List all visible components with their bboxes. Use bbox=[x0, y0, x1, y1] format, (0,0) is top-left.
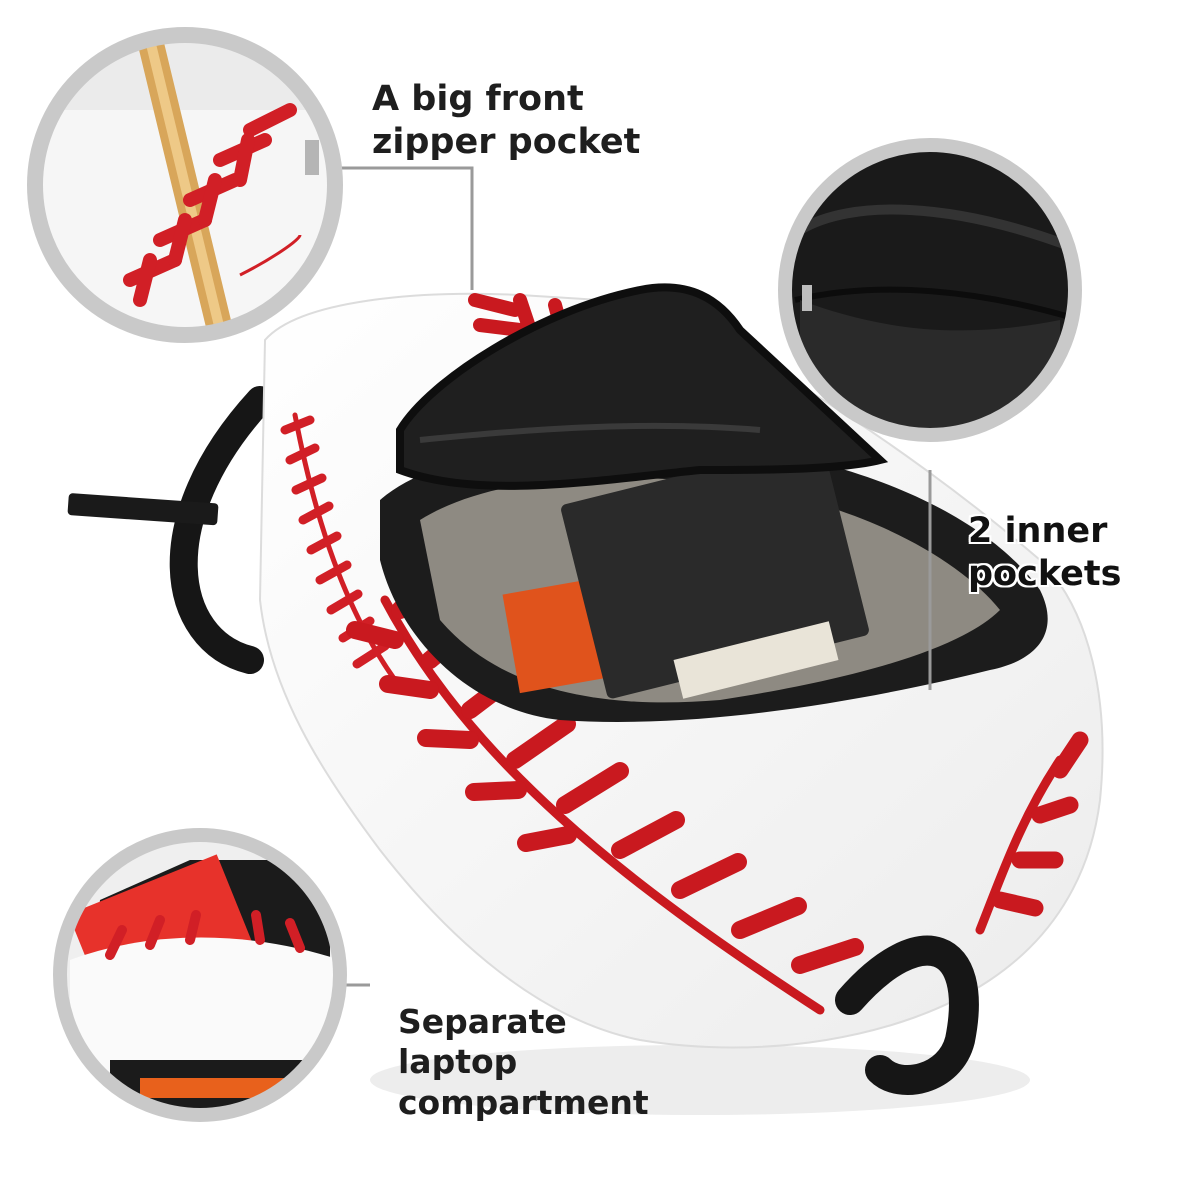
top-handle bbox=[835, 935, 979, 1095]
inner-pockets-label-line2: pockets bbox=[968, 553, 1122, 594]
body-stitches-left bbox=[280, 412, 398, 683]
side-strap bbox=[169, 386, 274, 674]
top-stitches bbox=[468, 293, 570, 342]
flap-inner-pocket bbox=[419, 422, 761, 443]
body-stitches-right bbox=[975, 731, 1089, 935]
front-pocket-closeup bbox=[27, 27, 343, 343]
inner-pocket-ring bbox=[778, 138, 1082, 442]
front-pocket-ring bbox=[27, 27, 343, 343]
laptop-label-line3: compartment bbox=[398, 1082, 649, 1122]
backpack-shadow bbox=[370, 1045, 1030, 1115]
laptop-label-line2: laptop bbox=[398, 1042, 518, 1082]
backpack-flap bbox=[396, 283, 889, 490]
inner-pocket-closeup bbox=[778, 138, 1082, 442]
inner-pockets-label-line1: 2 inner bbox=[968, 511, 1108, 551]
black-book-pages bbox=[673, 621, 839, 699]
front-pocket-label-line2: zipper pocket bbox=[372, 121, 641, 162]
laptop-compartment-label: Separate laptop compartment bbox=[398, 1002, 649, 1123]
laptop-ring bbox=[53, 828, 347, 1122]
strap-buckle bbox=[67, 493, 219, 526]
front-pocket-label-line1: A big front bbox=[372, 79, 584, 119]
laptop-compartment-closeup bbox=[53, 828, 347, 1122]
inner-pockets-label: 2 inner pockets bbox=[968, 510, 1121, 595]
front-pocket-label: A big front zipper pocket bbox=[372, 78, 640, 163]
laptop-label-line1: Separate bbox=[398, 1002, 567, 1041]
